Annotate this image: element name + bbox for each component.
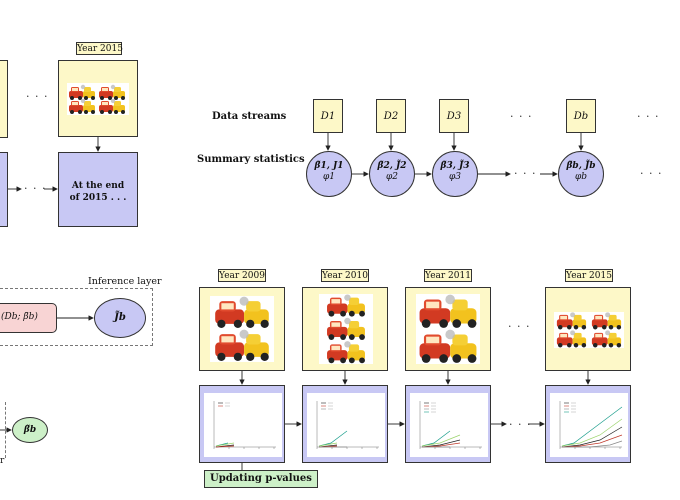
end-of-2015-box: At the end of 2015 . . .	[58, 152, 138, 227]
cars-2009-icon	[215, 296, 269, 361]
year-2011-tag: Year 2011	[424, 269, 472, 282]
cars-2015-icon	[556, 312, 622, 348]
ellipsis-mid-left: · · ·	[24, 182, 47, 195]
pvalue-plot-2011	[419, 401, 482, 449]
pvalue-plot-2010	[316, 401, 379, 449]
cars-2009-box	[199, 287, 285, 371]
data-stream-d3: D3	[439, 99, 469, 133]
updating-pvalues-label: Updating p-values	[204, 470, 318, 488]
green-beta-ellipse: β̃b	[12, 417, 48, 443]
pink-db-text: (Db; β̃b)	[1, 312, 38, 322]
ellipsis-streams-1: · · ·	[510, 110, 533, 123]
data-stream-d2: D2	[376, 99, 406, 133]
data-stream-db: Db	[566, 99, 596, 133]
year-2015-tag-bottom: Year 2015	[565, 269, 613, 282]
inference-layer-dashed-box	[0, 288, 153, 346]
cut-letter: r	[0, 456, 5, 466]
ellipsis-top-left: · · ·	[26, 90, 49, 103]
inference-ellipse: J̃b	[94, 298, 146, 338]
data-stream-d1: D1	[313, 99, 343, 133]
ellipsis-circles-1: · · ·	[514, 167, 537, 180]
inference-layer-label: Inference layer	[88, 276, 162, 287]
ellipsis-bottom-top: · · ·	[508, 320, 531, 333]
pvalue-plot-2009	[213, 401, 276, 449]
lower-dashed-box	[0, 402, 6, 458]
ellipsis-bottom-plots: · · ·	[509, 418, 532, 431]
data-streams-label: Data streams	[212, 111, 287, 122]
pvalue-plot-2015	[559, 401, 623, 449]
plot-2015-box	[545, 385, 631, 463]
left-cut-blue-box	[0, 152, 8, 227]
cars-2010-icon	[327, 294, 365, 364]
cars-2011-box	[405, 287, 491, 371]
cars-icon-grid	[67, 83, 129, 115]
end-of-2015-text: At the end of 2015 . . .	[69, 181, 127, 203]
year-2015-tag-top: Year 2015	[76, 42, 123, 55]
ellipsis-circles-2: · · ·	[640, 167, 663, 180]
cars-2015-box-top	[58, 60, 138, 137]
ellipsis-streams-2: · · ·	[637, 110, 660, 123]
left-cut-yellow-box	[0, 60, 8, 138]
cars-2010-box	[302, 287, 388, 371]
plot-2009-box	[199, 385, 285, 463]
year-2010-tag: Year 2010	[321, 269, 369, 282]
pink-db-box: (Db; β̃b)	[0, 303, 57, 333]
year-2009-tag: Year 2009	[218, 269, 266, 282]
plot-2011-box	[405, 385, 491, 463]
cars-2015-box-bottom	[545, 287, 631, 371]
summary-statistics-label: Summary statistics	[197, 154, 305, 165]
cars-2011-icon	[419, 294, 477, 363]
plot-2010-box	[302, 385, 388, 463]
